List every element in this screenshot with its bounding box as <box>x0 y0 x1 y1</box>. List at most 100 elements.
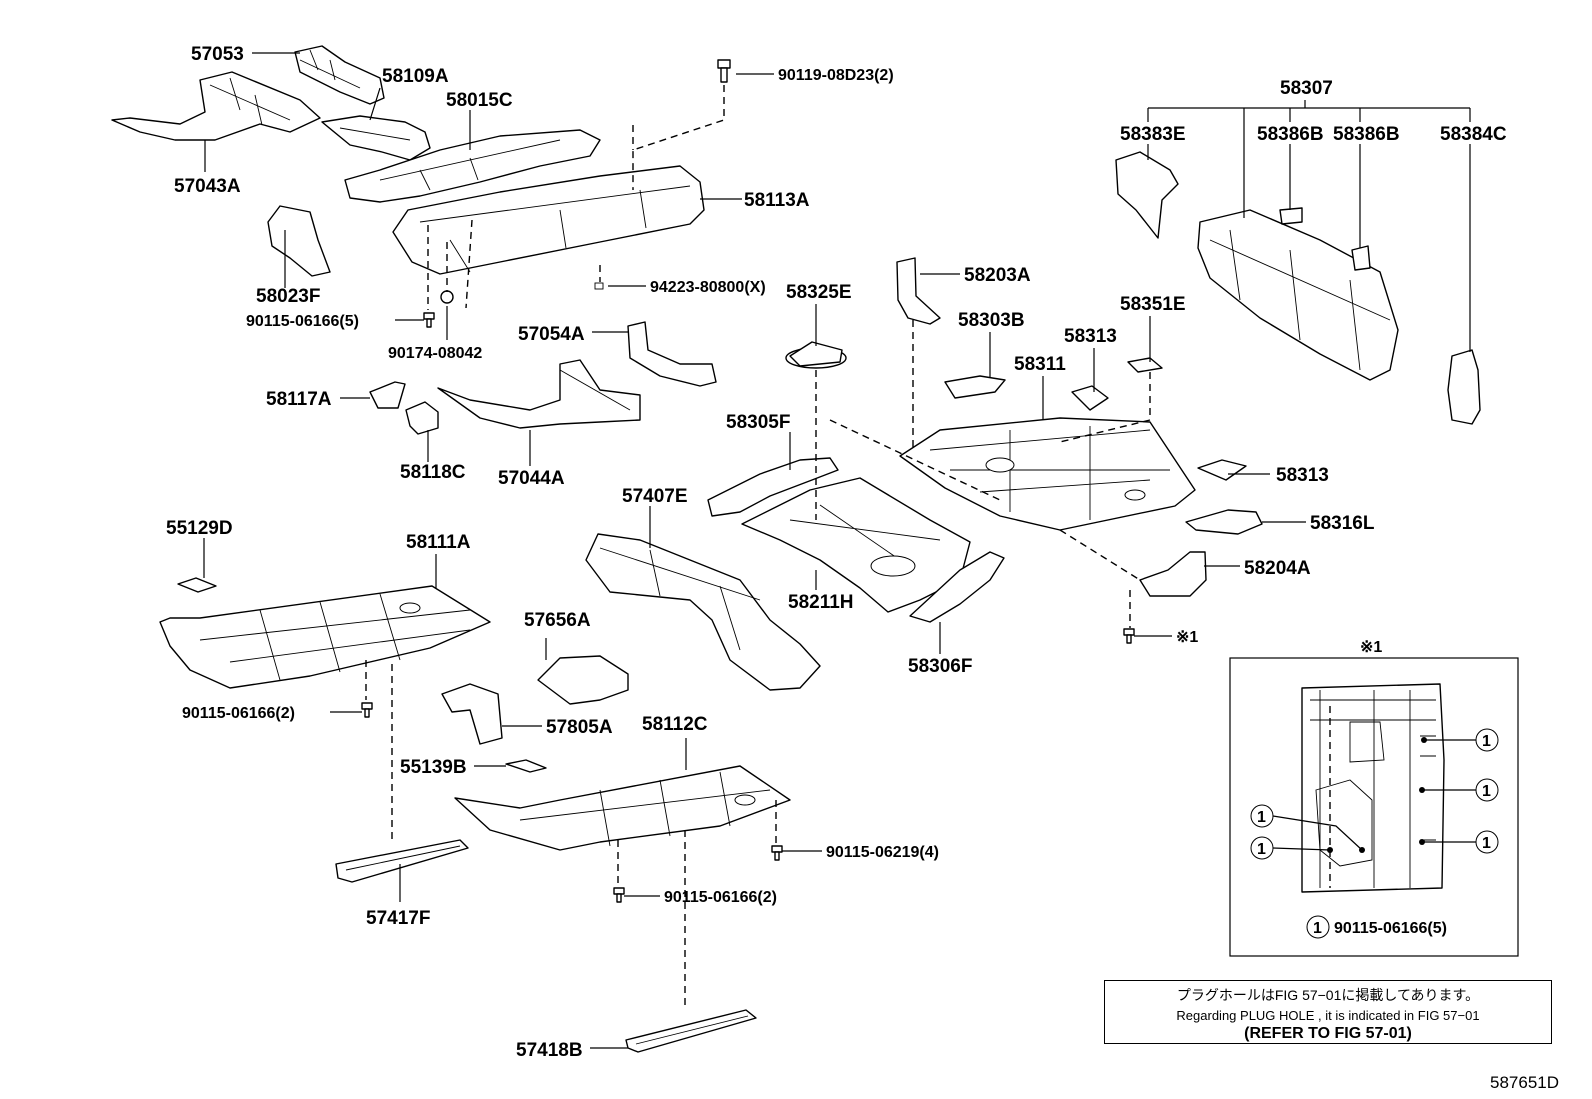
label-58023F: 58023F <box>256 286 320 307</box>
part-57043A <box>111 71 321 141</box>
label-94223-80800: 94223-80800(X) <box>650 279 766 296</box>
note-japanese: プラグホールはFIG 57−01に掲載してあります。 <box>1176 987 1480 1003</box>
leader-lines <box>203 52 1471 1049</box>
label-57054A: 57054A <box>518 324 585 345</box>
label-57044A: 57044A <box>498 468 565 489</box>
label-58305F: 58305F <box>726 412 790 433</box>
label-58386B-left: 58386B <box>1257 124 1324 145</box>
legend-callout: 1 <box>1313 920 1322 937</box>
bolt-icon <box>613 887 625 903</box>
bolt-icon <box>440 290 454 304</box>
part-58118C <box>405 401 439 435</box>
inset-title: ※1 <box>1360 639 1382 656</box>
callout-1-icon: 1 <box>1419 830 1499 854</box>
label-90115-06166-5: 90115-06166(5) <box>246 313 359 330</box>
part-58386B-left <box>1279 207 1303 225</box>
callout-1-icon: 1 <box>1250 804 1365 853</box>
part-57656A <box>537 655 629 705</box>
part-57418B <box>625 1009 757 1053</box>
svg-text:1: 1 <box>1257 841 1266 858</box>
label-57418B: 57418B <box>516 1040 583 1061</box>
label-90115-06219: 90115-06219(4) <box>826 844 939 861</box>
label-90115-06166-2a: 90115-06166(2) <box>182 705 295 722</box>
label-58204A: 58204A <box>1244 558 1311 579</box>
part-58112C <box>454 765 791 851</box>
label-58386B-right: 58386B <box>1333 124 1400 145</box>
part-57417F <box>335 839 469 883</box>
label-90174-08042: 90174-08042 <box>388 345 482 362</box>
callout-1-icon: 1 <box>1419 778 1499 802</box>
label-58384C: 58384C <box>1440 124 1507 145</box>
svg-text:1: 1 <box>1482 835 1491 852</box>
part-57054A <box>627 321 717 387</box>
label-57407E: 57407E <box>622 486 688 507</box>
part-58311 <box>899 417 1196 531</box>
svg-text:1: 1 <box>1482 733 1491 750</box>
part-58303B <box>944 375 1006 399</box>
part-58117A <box>369 381 406 409</box>
bolt-icon <box>1123 628 1135 644</box>
svg-text:1: 1 <box>1257 809 1266 826</box>
part-55139B <box>505 759 547 773</box>
assembly-lines <box>365 85 1151 1010</box>
part-58023F <box>267 205 331 277</box>
part-57044A <box>437 359 641 429</box>
label-58383E: 58383E <box>1120 124 1186 145</box>
label-57805A: 57805A <box>546 717 613 738</box>
label-90119-08D23: 90119-08D23(2) <box>778 67 894 84</box>
part-58305F <box>707 457 839 517</box>
part-58203A <box>896 257 941 325</box>
label-58316L: 58316L <box>1310 513 1375 534</box>
part-58307 <box>1197 209 1399 381</box>
part-58384C <box>1447 349 1481 425</box>
label-55129D: 55129D <box>166 518 233 539</box>
label-57053: 57053 <box>191 44 244 65</box>
plug-hole-note: プラグホールはFIG 57−01に掲載してあります。 Regarding PLU… <box>1104 980 1552 1044</box>
label-58303B: 58303B <box>958 310 1025 331</box>
note-reference: (REFER TO FIG 57-01) <box>1244 1025 1412 1042</box>
part-58325E <box>785 341 847 369</box>
label-90115-06166-2b: 90115-06166(2) <box>664 889 777 906</box>
part-58383E <box>1115 151 1179 239</box>
bolt-icon <box>717 59 731 83</box>
label-58112C: 58112C <box>642 714 708 735</box>
label-58307: 58307 <box>1280 78 1333 99</box>
part-58351E <box>1127 357 1163 373</box>
bolt-icon <box>423 312 435 328</box>
label-58313-upper: 58313 <box>1064 326 1117 347</box>
label-58111A: 58111A <box>406 532 471 553</box>
part-58111A <box>159 585 491 689</box>
label-58311: 58311 <box>1014 354 1066 375</box>
callout-1-icon: 1 <box>1250 836 1333 860</box>
bolt-icon <box>361 702 373 718</box>
figure-id: 587651D <box>1490 1073 1560 1092</box>
part-58313-lower <box>1197 459 1247 481</box>
label-58117A: 58117A <box>266 389 332 410</box>
label-asterisk-ref: ※1 <box>1176 629 1198 646</box>
part-58204A <box>1139 551 1207 597</box>
label-58306F: 58306F <box>908 656 972 677</box>
label-58118C: 58118C <box>400 462 466 483</box>
part-58109A <box>321 115 431 161</box>
part-58316L <box>1185 509 1263 535</box>
label-58351E: 58351E <box>1120 294 1186 315</box>
label-57417F: 57417F <box>366 908 430 929</box>
part-58386B-right <box>1351 245 1371 271</box>
part-58313-upper <box>1071 385 1109 411</box>
callout-1-icon: 1 <box>1421 728 1499 752</box>
label-58325E: 58325E <box>786 282 852 303</box>
part-58306F <box>909 551 1005 623</box>
label-58015C: 58015C <box>446 90 513 111</box>
label-57656A: 57656A <box>524 610 591 631</box>
label-55139B: 55139B <box>400 757 467 778</box>
label-58203A: 58203A <box>964 265 1031 286</box>
inset-detail: ※1 1 1 1 1 1 <box>1229 639 1519 957</box>
bolt-icon <box>771 845 783 861</box>
inset-legend: 1 90115-06166(5) <box>1306 915 1447 939</box>
label-58211H: 58211H <box>788 592 854 613</box>
note-english: Regarding PLUG HOLE , it is indicated in… <box>1176 1008 1480 1023</box>
part-58015C <box>344 129 601 203</box>
part-57805A <box>441 683 503 745</box>
svg-text:1: 1 <box>1482 783 1491 800</box>
